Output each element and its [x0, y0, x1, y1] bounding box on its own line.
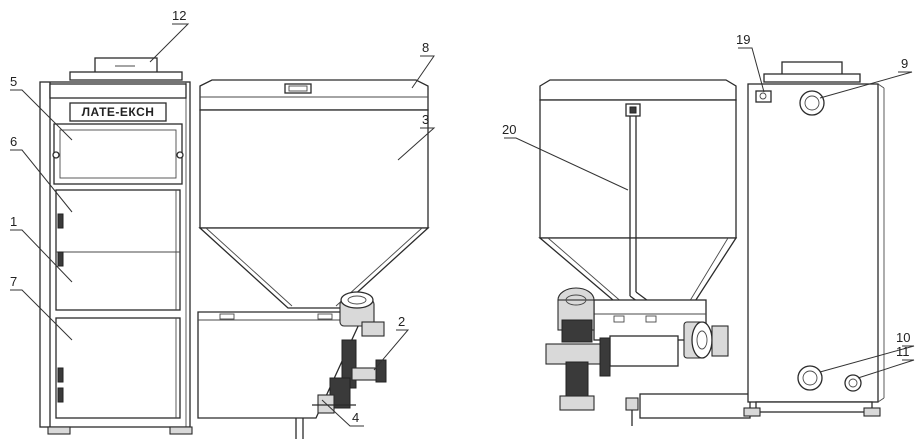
rear-feeder-motor — [545, 287, 611, 411]
rear-feeder-box — [609, 335, 679, 367]
callout-9: 9 — [901, 56, 908, 71]
middle-door — [55, 189, 181, 311]
leader-lines — [10, 23, 915, 427]
callout-3: 3 — [422, 112, 429, 127]
callout-10: 10 — [896, 330, 910, 345]
hopper-lid — [199, 79, 429, 111]
hopper-funnel — [198, 227, 430, 309]
callout-19: 19 — [736, 32, 750, 47]
right-view-hopper — [538, 79, 751, 426]
return-connection — [797, 365, 823, 391]
callout-4: 4 — [352, 410, 359, 425]
lower-door — [55, 317, 181, 419]
feeder-motor — [339, 291, 385, 337]
rear-hopper-lid — [539, 79, 737, 101]
callout-7: 7 — [10, 274, 17, 289]
callout-11: 11 — [896, 344, 910, 359]
callout-20: 20 — [502, 122, 516, 137]
rear-fan-unit — [683, 321, 729, 359]
callout-8: 8 — [422, 40, 429, 55]
brand-plate — [69, 102, 167, 122]
rear-hopper-body — [539, 99, 737, 239]
flue-connection — [799, 90, 825, 116]
callout-12: 12 — [172, 8, 186, 23]
upper-door — [53, 123, 183, 185]
feeder-housing — [197, 311, 361, 419]
hopper-body — [199, 109, 429, 229]
callout-2: 2 — [398, 314, 405, 329]
lid-handle — [284, 83, 312, 94]
callout-labels: 12 5 6 1 7 8 3 2 4 19 9 20 10 11 — [10, 8, 910, 425]
brand-plate-text: ЛАТЕ-ЕКСН — [82, 105, 155, 119]
drain-connection — [844, 374, 862, 392]
right-view-boiler-side — [743, 61, 885, 417]
left-view-boiler-front: ЛАТЕ-ЕКСН — [39, 57, 193, 435]
left-view-hopper — [197, 79, 430, 439]
callout-1: 1 — [10, 214, 17, 229]
rear-boiler-body — [747, 83, 879, 403]
callout-6: 6 — [10, 134, 17, 149]
callout-5: 5 — [10, 74, 17, 89]
